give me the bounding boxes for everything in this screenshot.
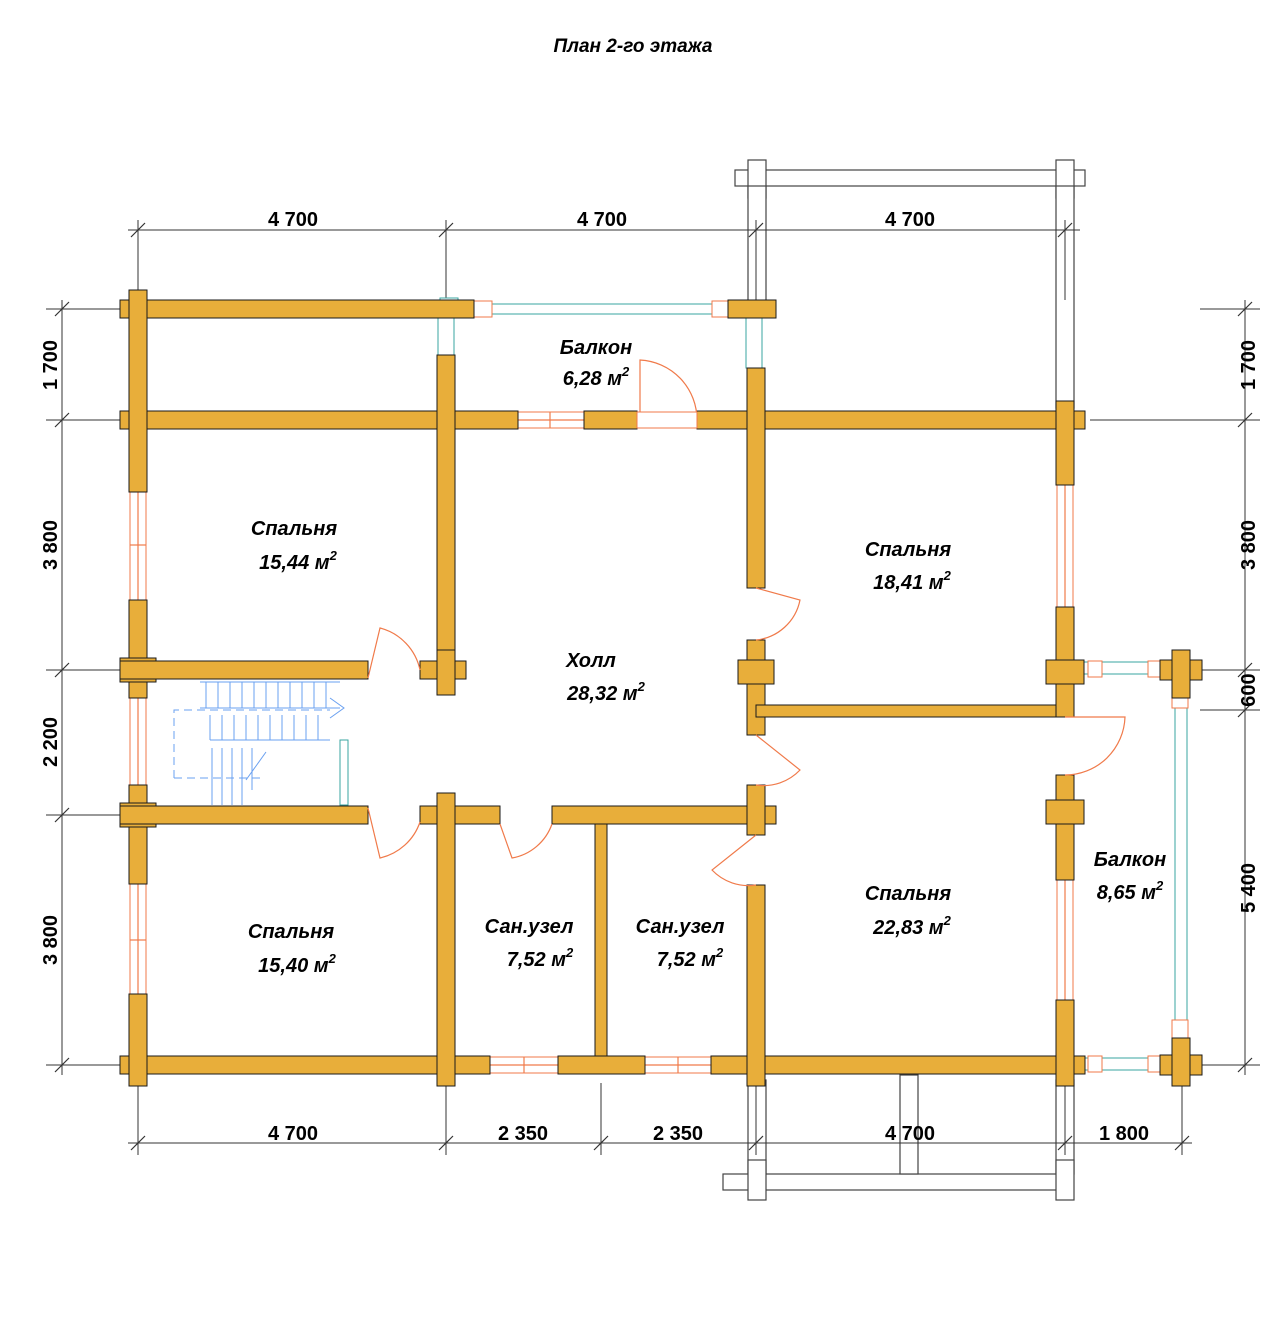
svg-text:7,52 м2: 7,52 м2 (657, 945, 724, 971)
dim-right-1: 1 700 (1238, 340, 1260, 390)
room-bath-1: Сан.узел 7,52 м2 (485, 916, 574, 971)
svg-text:18,41 м2: 18,41 м2 (873, 568, 951, 594)
room-labels: Балкон 6,28 м2 Спальня 15,44 м2 Холл 28,… (248, 337, 1166, 977)
dimension-lines (46, 220, 1260, 1155)
room-bath-2: Сан.узел 7,52 м2 (636, 916, 725, 971)
svg-text:15,44 м2: 15,44 м2 (259, 548, 337, 574)
dim-top-2: 4 700 (577, 209, 627, 231)
svg-text:6,28 м2: 6,28 м2 (563, 364, 630, 390)
dim-left-3: 2 200 (40, 717, 62, 767)
dim-bottom-2: 2 350 (498, 1123, 548, 1145)
svg-text:8,65 м2: 8,65 м2 (1097, 878, 1164, 904)
svg-text:Спальня: Спальня (865, 539, 951, 561)
dimension-labels: 4 700 4 700 4 700 4 700 2 350 2 350 4 70… (40, 209, 1260, 1145)
dim-bottom-4: 4 700 (885, 1123, 935, 1145)
room-balcony-east: Балкон 8,65 м2 (1094, 849, 1166, 904)
room-hall: Холл 28,32 м2 (565, 650, 645, 705)
svg-text:Спальня: Спальня (251, 518, 337, 540)
staircase (173, 681, 349, 806)
room-bedroom-ne: Спальня 18,41 м2 (865, 539, 952, 594)
svg-text:Спальня: Спальня (248, 921, 334, 943)
plan-title: План 2-го этажа (554, 36, 713, 57)
dim-left-4: 3 800 (40, 915, 62, 965)
doors (367, 359, 1126, 887)
terrace-top-outline (734, 159, 1086, 409)
svg-text:Балкон: Балкон (560, 337, 632, 359)
svg-text:Спальня: Спальня (865, 883, 951, 905)
dim-right-4: 5 400 (1238, 863, 1260, 913)
dim-bottom-3: 2 350 (653, 1123, 703, 1145)
room-bedroom-nw: Спальня 15,44 м2 (251, 518, 338, 574)
dim-left-1: 1 700 (40, 340, 62, 390)
svg-text:Сан.узел: Сан.узел (636, 916, 725, 938)
svg-text:Балкон: Балкон (1094, 849, 1166, 871)
dim-top-3: 4 700 (885, 209, 935, 231)
svg-text:22,83 м2: 22,83 м2 (872, 913, 951, 939)
svg-text:7,52 м2: 7,52 м2 (507, 945, 574, 971)
svg-text:Холл: Холл (565, 650, 616, 672)
svg-text:Сан.узел: Сан.узел (485, 916, 574, 938)
dim-bottom-1: 4 700 (268, 1123, 318, 1145)
walls (119, 289, 1203, 1087)
svg-text:15,40 м2: 15,40 м2 (258, 951, 336, 977)
dim-bottom-5: 1 800 (1099, 1123, 1149, 1145)
terrace-bottom-outline (722, 1074, 1075, 1201)
dim-top-1: 4 700 (268, 209, 318, 231)
room-bedroom-se: Спальня 22,83 м2 (865, 883, 952, 939)
room-balcony-top: Балкон 6,28 м2 (560, 337, 632, 390)
dim-right-3: 600 (1238, 673, 1260, 706)
svg-text:28,32 м2: 28,32 м2 (566, 679, 645, 705)
room-bedroom-sw: Спальня 15,40 м2 (248, 921, 337, 977)
dim-left-2: 3 800 (40, 520, 62, 570)
dim-right-2: 3 800 (1238, 520, 1260, 570)
